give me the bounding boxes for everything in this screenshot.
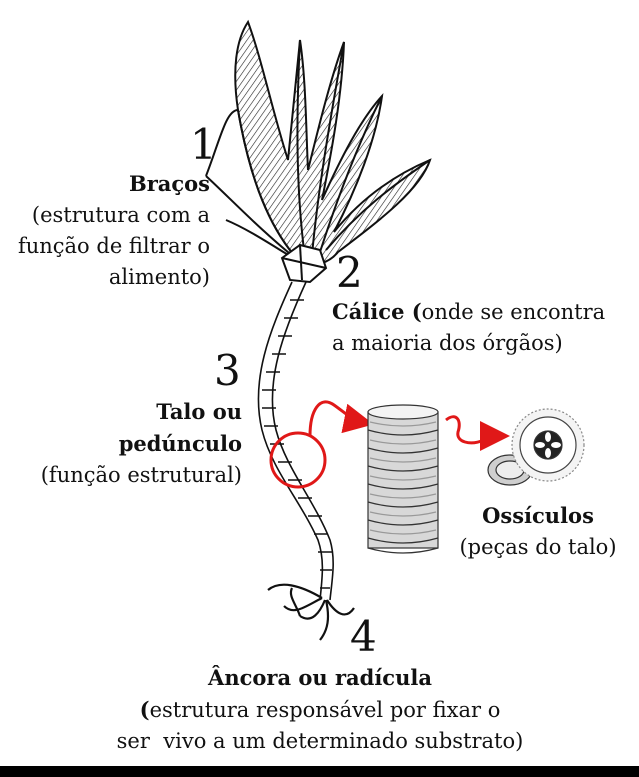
crinoid-calyx: [280, 243, 328, 284]
bottom-border: [0, 766, 639, 777]
label-calyx-desc-1: onde se encontra: [421, 300, 606, 324]
stalk-highlight-circle: [269, 431, 327, 489]
crinoid-stalk: [257, 281, 334, 601]
label-arms: Braços (estrutura com a função de filtra…: [10, 168, 210, 293]
label-ossicles-title: Ossículos: [482, 503, 594, 528]
label-anchor-desc-1: estrutura responsável por fixar o: [149, 698, 501, 722]
label-number-3: 3: [214, 346, 241, 395]
ossicle-column: [367, 404, 439, 554]
label-number-2: 2: [336, 248, 363, 297]
label-calyx: Cálice (onde se encontra a maioria dos ó…: [332, 296, 632, 359]
label-anchor-desc-2: ser vivo a um determinado substrato): [116, 729, 524, 753]
crinoid-anchor: [267, 583, 355, 641]
label-stalk-title-2: pedúnculo: [118, 431, 242, 456]
label-arms-desc-1: (estrutura com a: [31, 203, 210, 227]
label-calyx-desc-2: a maioria dos órgãos): [332, 331, 563, 355]
label-number-4: 4: [350, 612, 377, 661]
arrow-to-ossicles: [445, 415, 510, 452]
label-ossicles-desc: (peças do talo): [459, 535, 617, 559]
label-anchor-title: Âncora ou radícula: [208, 665, 432, 690]
label-arms-desc-3: alimento): [108, 265, 210, 289]
label-stalk-title-1: Talo ou: [156, 399, 242, 424]
label-anchor-paren: (: [139, 697, 150, 722]
label-stalk: Talo ou pedúnculo (função estrutural): [20, 396, 242, 491]
label-number-1: 1: [190, 120, 217, 169]
label-arms-desc-2: função de filtrar o: [17, 234, 210, 258]
label-arms-title: Braços: [128, 171, 210, 196]
label-stalk-desc: (função estrutural): [40, 463, 242, 487]
arrow-to-column: [308, 400, 374, 437]
crinoid-arms: [205, 19, 432, 266]
label-anchor: Âncora ou radícula (estrutura responsáve…: [60, 662, 580, 757]
ossicle-discs: [487, 408, 585, 486]
label-ossicles: Ossículos (peças do talo): [448, 500, 628, 563]
label-calyx-title: Cálice (: [332, 299, 422, 324]
